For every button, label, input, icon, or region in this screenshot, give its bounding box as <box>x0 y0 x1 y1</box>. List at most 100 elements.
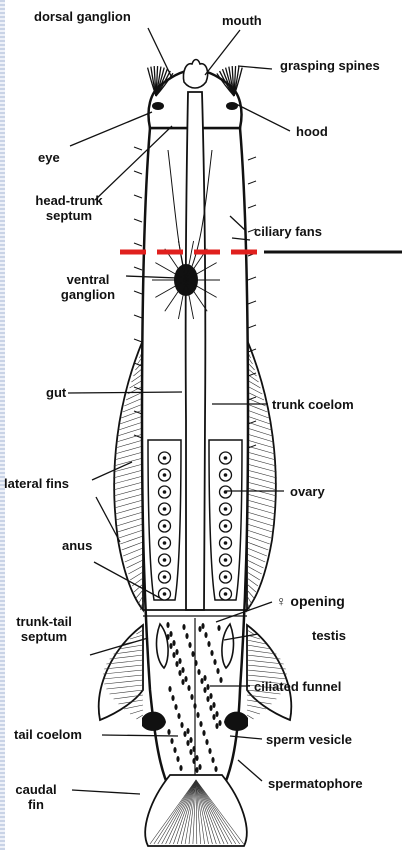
ovum-nucleus <box>163 456 167 460</box>
sperm-mass-dot <box>199 721 202 727</box>
ciliary-fan-tick <box>248 157 256 160</box>
sperm-mass-dot <box>211 757 214 763</box>
sperm-mass-dot <box>206 696 209 702</box>
sperm-mass-dot <box>201 623 204 629</box>
label-ovary: ovary <box>290 484 325 499</box>
sperm-mass-dot <box>166 634 169 640</box>
ciliary-fan-tick <box>134 147 142 150</box>
sperm-mass-dot <box>215 711 218 717</box>
sperm-mass-dot <box>177 713 180 719</box>
sperm-mass-dot <box>191 651 194 657</box>
sperm-mass-dot <box>186 740 189 746</box>
label-tail-coelom: tail coelom <box>14 727 82 742</box>
sperm-mass-dot <box>196 712 199 718</box>
ovum-nucleus <box>224 456 228 460</box>
label-female-opening: ♀ opening <box>276 594 345 609</box>
sperm-mass-dot <box>180 722 183 728</box>
ovum-nucleus <box>224 558 228 562</box>
sperm-mass-dot <box>215 723 218 729</box>
sperm-mass-dot <box>207 641 210 647</box>
sperm-mass-dot <box>202 730 205 736</box>
sperm-mass-dot <box>183 731 186 737</box>
ovum-nucleus <box>163 473 167 477</box>
label-ciliated-funnel: ciliated funnel <box>254 679 341 694</box>
label-caudal-fin: caudal fin <box>8 782 64 812</box>
sperm-mass-dot <box>184 676 187 682</box>
lateral-fin-right-anterior <box>247 340 276 610</box>
sperm-mass-dot <box>208 748 211 754</box>
sperm-mass-dot <box>198 764 201 770</box>
sperm-mass-dot <box>187 685 190 691</box>
sperm-mass-dot <box>188 642 191 648</box>
sperm-mass-dot <box>175 661 178 667</box>
caudal-fin <box>145 775 247 846</box>
ovum-nucleus <box>224 592 228 596</box>
sperm-mass-dot <box>171 695 174 701</box>
sperm-mass-dot <box>169 643 172 649</box>
sperm-mass-dot <box>209 705 212 711</box>
ciliary-fan-tick <box>134 171 142 174</box>
ovum-nucleus <box>163 507 167 511</box>
sperm-mass-dot <box>203 687 206 693</box>
sperm-mass-dot <box>195 767 198 773</box>
ovum-nucleus <box>224 541 228 545</box>
ciliary-fan-tick <box>134 315 142 318</box>
label-testis: testis <box>312 628 346 643</box>
label-trunk-coelom: trunk coelom <box>272 397 354 412</box>
label-ciliary-fans: ciliary fans <box>254 224 322 239</box>
sperm-mass-dot <box>167 729 170 735</box>
label-anus: anus <box>62 538 92 553</box>
sperm-mass-dot <box>205 739 208 745</box>
sperm-mass-dot <box>173 747 176 753</box>
ciliary-fan-tick <box>134 219 142 222</box>
label-spermatophore: spermatophore <box>268 776 363 791</box>
ovum-nucleus <box>224 524 228 528</box>
label-grasping-spines: grasping spines <box>280 58 380 73</box>
lateral-fin-left-anterior <box>114 340 143 610</box>
eye-right <box>226 102 238 110</box>
ciliary-fan-tick <box>248 325 256 328</box>
ciliary-fan-tick <box>134 243 142 246</box>
ovum-nucleus <box>163 524 167 528</box>
sperm-mass-dot <box>198 626 201 632</box>
label-lateral-fins: lateral fins <box>4 476 69 491</box>
eye-left <box>152 102 164 110</box>
sperm-mass-dot <box>181 667 184 673</box>
gut <box>186 92 206 610</box>
label-hood: hood <box>296 124 328 139</box>
sperm-mass-dot <box>185 633 188 639</box>
sperm-mass-dot <box>178 658 181 664</box>
label-ventral-ganglion: ventral ganglion <box>48 272 128 302</box>
label-sperm-vesicle: sperm vesicle <box>266 732 352 747</box>
sperm-mass-dot <box>179 765 182 771</box>
ciliary-fan-tick <box>248 277 256 280</box>
ciliary-fan-tick <box>134 339 142 342</box>
ovum-nucleus <box>224 473 228 477</box>
sperm-mass-dot <box>186 728 189 734</box>
ovum-nucleus <box>163 490 167 494</box>
sperm-mass-dot <box>189 749 192 755</box>
sperm-mass-dot <box>209 693 212 699</box>
sperm-mass-dot <box>214 766 217 772</box>
ciliary-fan-tick <box>134 291 142 294</box>
sperm-mass-dot <box>182 624 185 630</box>
ciliary-fan-tick <box>248 301 256 304</box>
sperm-mass-dot <box>217 625 220 631</box>
ovum-nucleus <box>224 507 228 511</box>
label-mouth: mouth <box>222 13 262 28</box>
sperm-mass-dot <box>174 704 177 710</box>
sperm-mass-dot <box>197 669 200 675</box>
sperm-mass-dot <box>206 684 209 690</box>
sperm-mass-dot <box>212 702 215 708</box>
sperm-mass-dot <box>166 622 169 628</box>
sperm-mass-dot <box>218 720 221 726</box>
label-head-trunk-septum: head-trunk septum <box>24 193 114 223</box>
sperm-mass-dot <box>168 686 171 692</box>
ovum-nucleus <box>163 541 167 545</box>
sperm-mass-dot <box>178 670 181 676</box>
ovum-nucleus <box>163 592 167 596</box>
sperm-mass-dot <box>216 668 219 674</box>
sperm-mass-dot <box>200 678 203 684</box>
sperm-mass-dot <box>203 675 206 681</box>
